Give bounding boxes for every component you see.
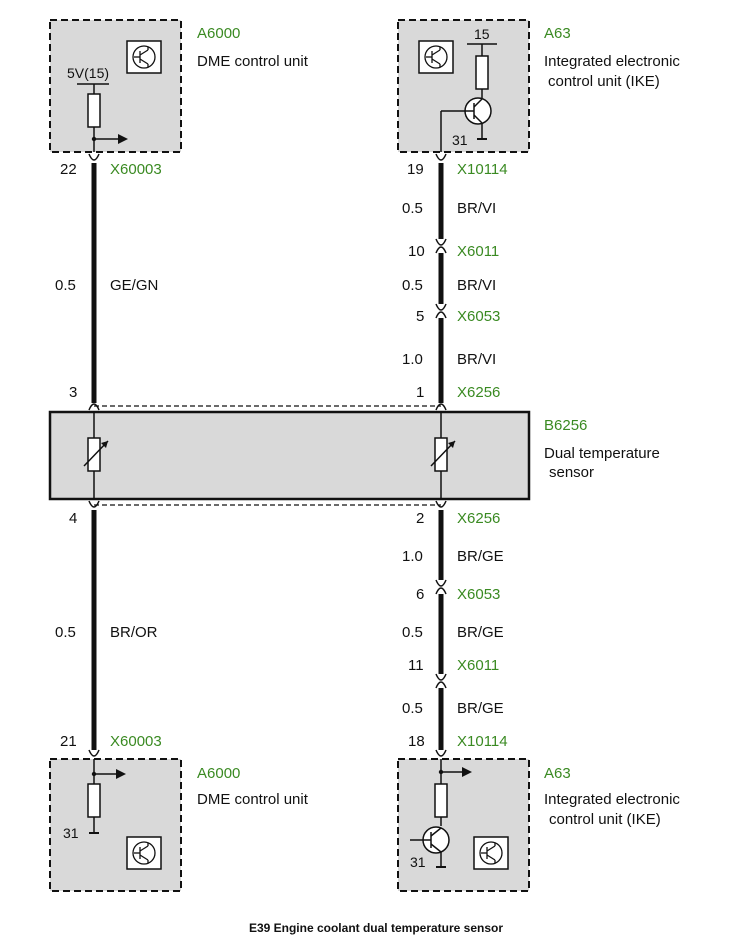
connector-id: X6053 [457,308,500,325]
pin-number: 22 [60,161,77,178]
wire-gauge: 1.0 [402,351,423,368]
connector-id: X10114 [457,733,508,750]
connector-id: X6011 [457,243,499,260]
dme-control-unit-bottom: 31 [49,758,182,892]
diagram-caption: E39 Engine coolant dual temperature sens… [249,921,503,935]
component-name-line2: control unit (IKE) [549,811,661,828]
arrow-icon [462,767,472,777]
pin-number: 18 [408,733,425,750]
wire-gauge: 0.5 [402,700,423,717]
wire-color: BR/OR [110,624,158,641]
resistor-icon [87,783,101,818]
wire-gauge: 0.5 [402,624,423,641]
connector-id: X6011 [457,657,499,674]
dme-control-unit-top: 5V(15) [49,19,182,153]
left-wire [88,153,100,757]
wire-color: BR/GE [457,548,504,565]
right-wire [435,153,447,757]
pin-number: 1 [416,384,424,401]
ike-control-unit-bottom: 31 [397,758,530,892]
connector-id: X6256 [457,384,500,401]
connector-id: X60003 [110,161,162,178]
ground-label: 31 [410,854,426,870]
wire-color: BR/GE [457,700,504,717]
resistor-icon [475,55,489,90]
control-unit-icon [126,836,162,870]
component-id: A6000 [197,25,240,42]
dual-temperature-sensor [48,405,531,506]
pin-number: 3 [69,384,77,401]
resistor-icon [434,783,448,818]
component-name-line1: Integrated electronic [544,791,680,808]
wire-gauge: 0.5 [402,277,423,294]
pin-number: 19 [407,161,424,178]
wire-color: BR/GE [457,624,504,641]
thermistor-icon [434,437,448,472]
wire-color: BR/VI [457,351,496,368]
connector-id: X60003 [110,733,162,750]
pin-number: 6 [416,586,424,603]
thermistor-icon [87,437,101,472]
component-name: DME control unit [197,791,309,808]
control-unit-icon [418,40,454,74]
supply-label: 5V(15) [67,65,109,81]
component-id: A63 [544,765,571,782]
wire-color: BR/VI [457,200,496,217]
pin-number: 21 [60,733,77,750]
pin-number: 5 [416,308,424,325]
ground-label: 31 [452,132,468,148]
control-unit-icon [473,836,509,870]
connector-id: X10114 [457,161,508,178]
pin-number: 4 [69,510,77,527]
component-name-line1: Integrated electronic [544,53,680,70]
component-id: A63 [544,25,571,42]
component-id: B6256 [544,417,587,434]
wire-gauge: 0.5 [55,277,76,294]
control-unit-icon [126,40,162,74]
supply-label: 15 [474,26,490,42]
pin-number: 11 [408,657,424,674]
component-name-line1: Dual temperature [544,445,660,462]
arrow-icon [116,769,126,779]
wire-color: BR/VI [457,277,496,294]
ike-control-unit-top: 15 31 [397,19,530,153]
resistor-icon [87,93,101,128]
component-name-line2: sensor [549,464,594,481]
wire-color: GE/GN [110,277,158,294]
ground-label: 31 [63,825,79,841]
arrow-icon [118,134,128,144]
component-name: DME control unit [197,53,309,70]
component-name-line2: control unit (IKE) [548,73,660,90]
wire-gauge: 0.5 [402,200,423,217]
component-id: A6000 [197,765,240,782]
pin-number: 2 [416,510,424,527]
wire-gauge: 1.0 [402,548,423,565]
connector-id: X6256 [457,510,500,527]
pin-number: 10 [408,243,425,260]
connector-id: X6053 [457,586,500,603]
wire-gauge: 0.5 [55,624,76,641]
